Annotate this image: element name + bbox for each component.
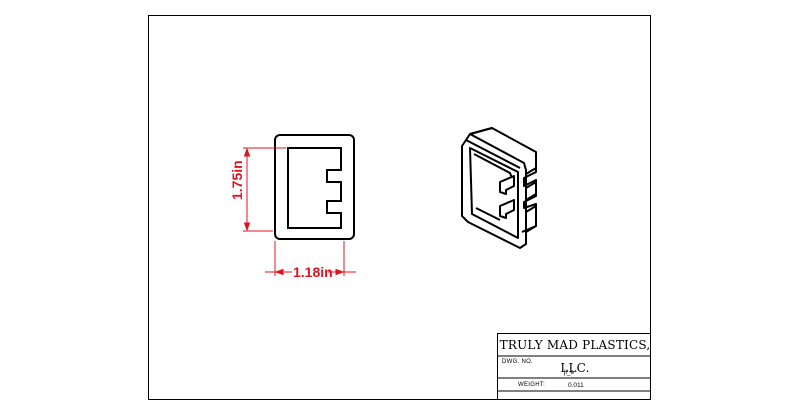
front-view-inner-profile — [287, 147, 342, 229]
height-dimension-label: 1.75in — [229, 160, 245, 200]
title-block-lines — [497, 355, 651, 392]
drawing-border — [148, 15, 651, 400]
weight-label: WEIGHT: — [518, 382, 546, 388]
iso-interior-depth — [473, 153, 513, 221]
width-arrow-left — [274, 268, 284, 276]
company-name: TRULY MAD PLASTICS, LLC. — [499, 338, 651, 375]
front-view-outer-frame — [274, 134, 355, 240]
iso-inner-tab-upper — [499, 175, 515, 195]
iso-front-outer — [461, 133, 527, 249]
dwg-no-label: DWG. NO. — [502, 359, 534, 365]
height-arrow-top — [243, 147, 251, 157]
weight-value: 0.011 — [568, 382, 584, 389]
iso-side-tabs — [525, 167, 537, 213]
front-view — [274, 134, 355, 240]
iso-bottom-edge — [521, 225, 537, 233]
iso-inner-tab-lower — [499, 199, 515, 219]
isometric-view — [461, 127, 537, 249]
iso-back-top-edge — [469, 127, 537, 160]
iso-back-right-edge — [523, 160, 537, 233]
height-arrow-bottom — [243, 222, 251, 232]
width-dimension-label: 1.18in — [293, 264, 333, 280]
iso-top-rim — [465, 127, 521, 169]
dimension-lines — [243, 147, 356, 276]
iso-front-opening — [469, 147, 519, 239]
width-arrow-right — [335, 268, 345, 276]
dwg-no-value: jl_e — [564, 369, 575, 376]
title-block: TRULY MAD PLASTICS, LLC. DWG. NO. jl_e W… — [497, 333, 651, 400]
